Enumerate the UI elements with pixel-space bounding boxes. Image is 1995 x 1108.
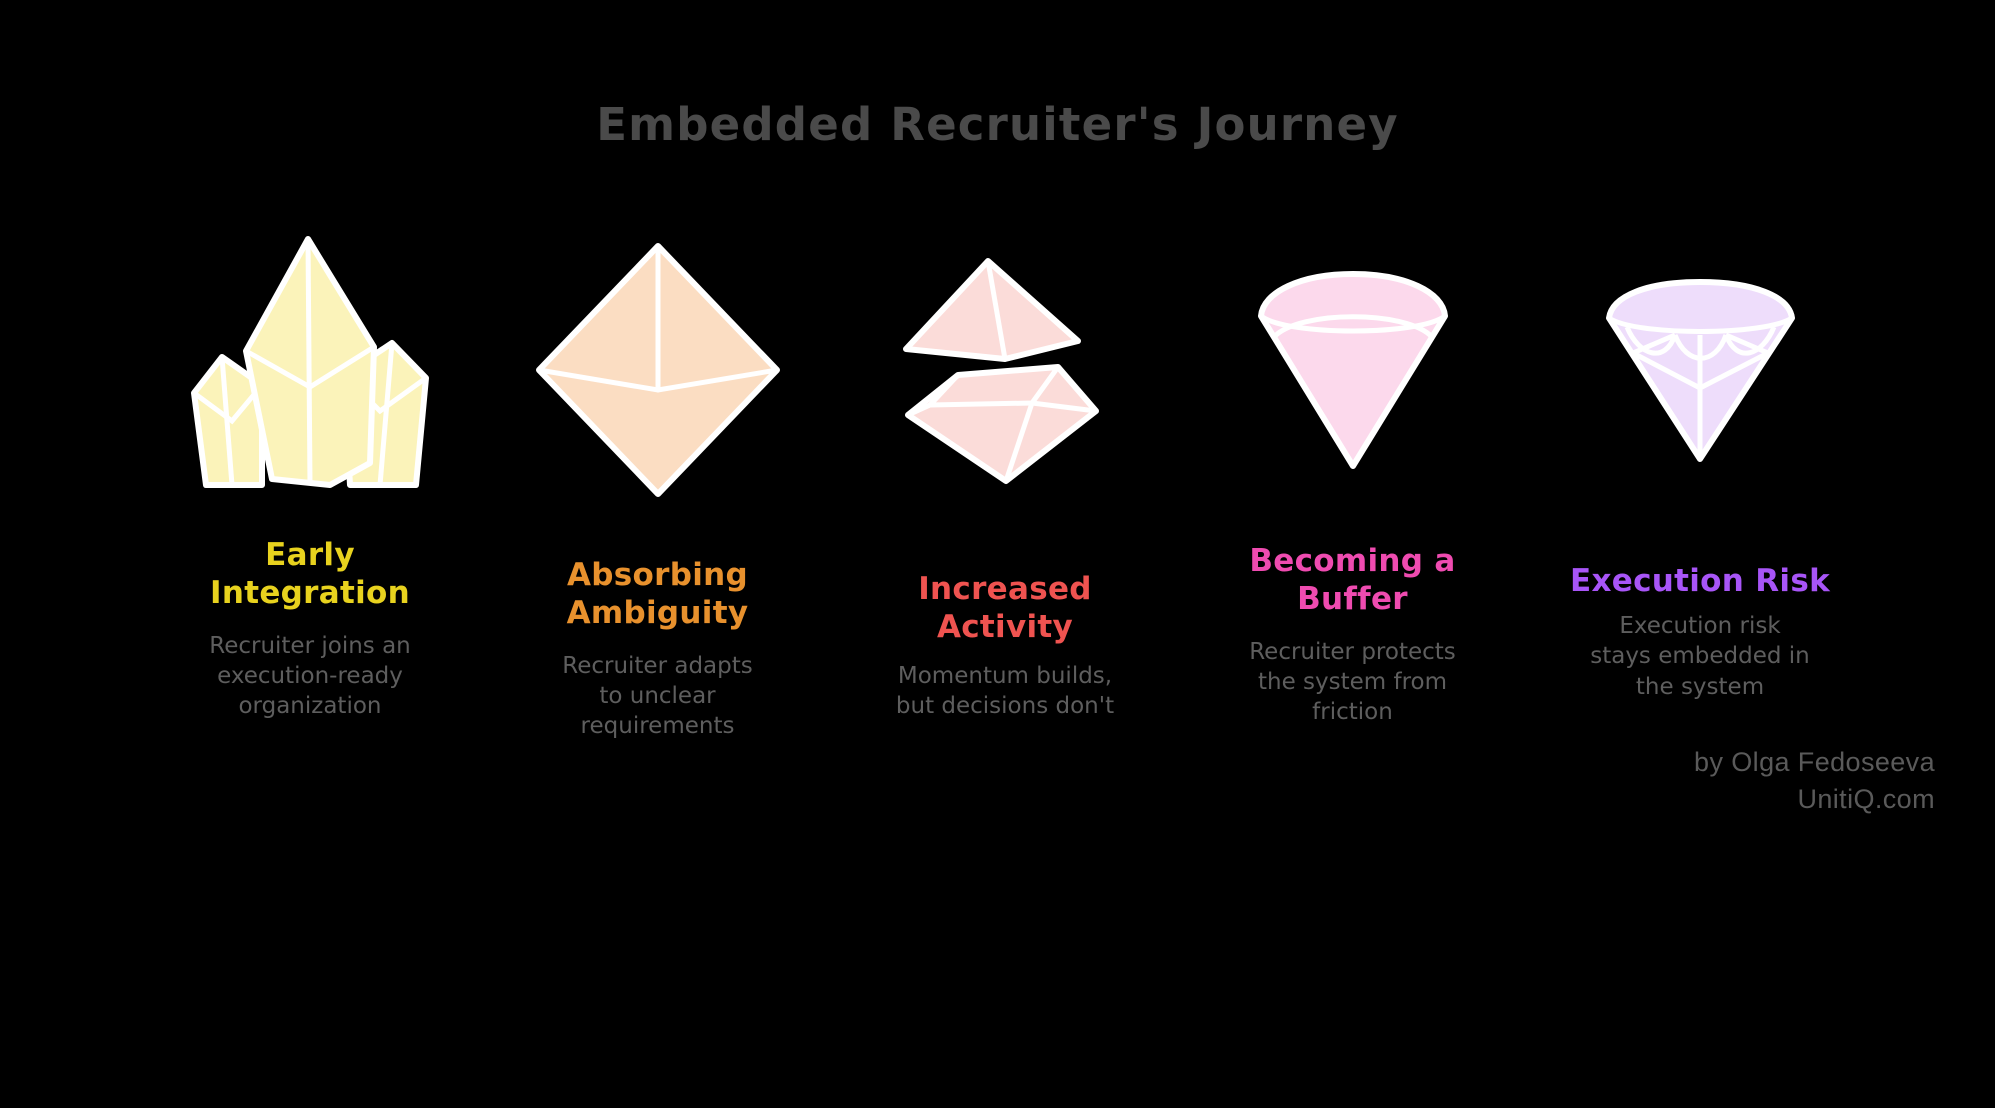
stage-title: Execution Risk (1535, 563, 1865, 601)
stage-title-wrap: Early Integration (145, 537, 475, 613)
stage-title-line1: Early (265, 537, 355, 573)
stage-desc-line1: Recruiter adapts (562, 652, 753, 679)
faceted-brilliant-gem-icon (1550, 225, 1850, 515)
stage-title-line2: Ambiguity (566, 594, 749, 631)
stage-title-line1: Execution Risk (1569, 563, 1830, 599)
credit-block: by Olga Fedoseeva UnitiQ.com (1694, 744, 1935, 819)
stage-description: Recruiter joins an execution-ready organ… (160, 631, 460, 722)
stage-desc-line3: friction (1312, 699, 1393, 726)
stage-title-wrap: Execution Risk (1535, 563, 1865, 601)
stage-execution-risk[interactable]: Execution Risk Execution risk stays embe… (1530, 225, 1870, 702)
stage-title: Increased Activity (840, 571, 1170, 647)
stage-desc-line2: but decisions don't (895, 692, 1115, 719)
page-title: Embedded Recruiter's Journey (596, 98, 1399, 151)
split-gem-icon (855, 225, 1155, 515)
stage-title: Becoming a Buffer (1188, 543, 1518, 619)
stage-increased-activity[interactable]: Increased Activity Momentum builds, but … (835, 225, 1175, 721)
octahedron-gem-icon (508, 225, 808, 515)
stage-title-line2: Integration (210, 574, 410, 611)
stage-desc-line3: requirements (580, 713, 735, 740)
stage-title-wrap: Absorbing Ambiguity (493, 557, 823, 633)
credit-author: by Olga Fedoseeva (1694, 746, 1935, 777)
stage-title-wrap: Increased Activity (840, 571, 1170, 647)
stage-desc-line2: to unclear (599, 682, 716, 709)
stage-list: Early Integration Recruiter joins an exe… (140, 225, 1870, 742)
stage-absorbing-ambiguity[interactable]: Absorbing Ambiguity Recruiter adapts to … (488, 225, 828, 742)
stage-early-integration[interactable]: Early Integration Recruiter joins an exe… (140, 225, 480, 722)
stage-desc-line1: Recruiter protects (1249, 638, 1456, 665)
stage-desc-line3: organization (238, 693, 382, 720)
stage-description: Recruiter protects the system from frict… (1203, 637, 1503, 728)
stage-desc-line1: Momentum builds, (897, 662, 1113, 689)
stage-title-line2: Buffer (1297, 580, 1408, 617)
stage-becoming-a-buffer[interactable]: Becoming a Buffer Recruiter protects the… (1183, 225, 1523, 728)
stage-desc-line1: Recruiter joins an (209, 632, 411, 659)
stage-desc-line3: the system (1635, 673, 1765, 700)
stage-title: Early Integration (145, 537, 475, 613)
credit-site: UnitiQ.com (1797, 783, 1935, 814)
round-brilliant-gem-icon (1203, 225, 1503, 515)
crystal-cluster-icon (160, 225, 460, 495)
stage-title: Absorbing Ambiguity (493, 557, 823, 633)
stage-description: Recruiter adapts to unclear requirements (508, 651, 808, 742)
stage-description: Momentum builds, but decisions don't (855, 661, 1155, 722)
stage-title-wrap: Becoming a Buffer (1188, 543, 1518, 619)
stage-title-line1: Absorbing (567, 557, 748, 593)
stage-description: Execution risk stays embedded in the sys… (1550, 611, 1850, 702)
stage-title-line2: Activity (936, 608, 1074, 645)
stage-desc-line2: execution-ready (217, 662, 403, 689)
stage-title-line1: Increased (918, 571, 1092, 607)
stage-desc-line2: the system from (1257, 668, 1448, 695)
stage-desc-line1: Execution risk (1619, 612, 1781, 639)
stage-title-line1: Becoming a (1249, 543, 1456, 579)
stage-desc-line2: stays embedded in (1590, 643, 1810, 670)
